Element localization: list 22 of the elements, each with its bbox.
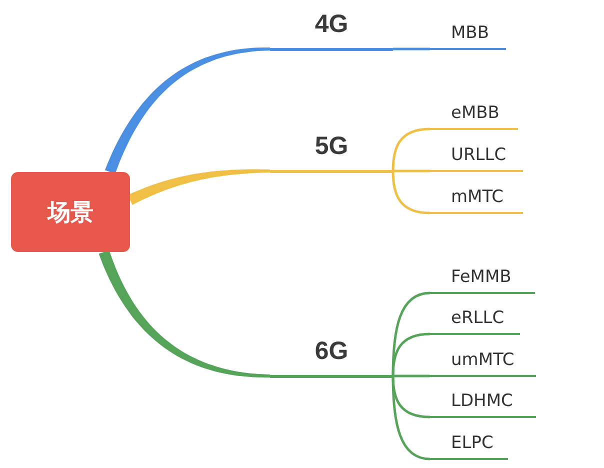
branch-topic: 4G — [270, 4, 393, 50]
subtopic: ELPC — [430, 428, 508, 460]
branch-topic: 6G — [270, 332, 393, 378]
branch-line — [393, 170, 430, 172]
branch-connector — [98, 250, 270, 378]
central-topic: 场景 — [11, 172, 130, 252]
subtopic: umMTC — [430, 345, 536, 378]
subtopic: LDHMC — [430, 386, 536, 418]
subtopic: MBB — [430, 16, 506, 50]
subtopic: FeMMB — [430, 262, 535, 294]
branch-connector — [128, 169, 270, 205]
subtopic: URLLC — [430, 140, 523, 172]
subtopic: eRLLC — [430, 303, 520, 336]
branch-line — [392, 332, 430, 376]
branch-line — [392, 376, 430, 460]
subtopic: eMBB — [430, 98, 518, 130]
subtopic: mMTC — [430, 182, 523, 214]
branch-line — [393, 48, 430, 50]
branch-line — [393, 374, 430, 378]
branch-topic: 5G — [270, 126, 393, 172]
branch-line — [392, 128, 430, 172]
branch-line — [392, 170, 430, 214]
